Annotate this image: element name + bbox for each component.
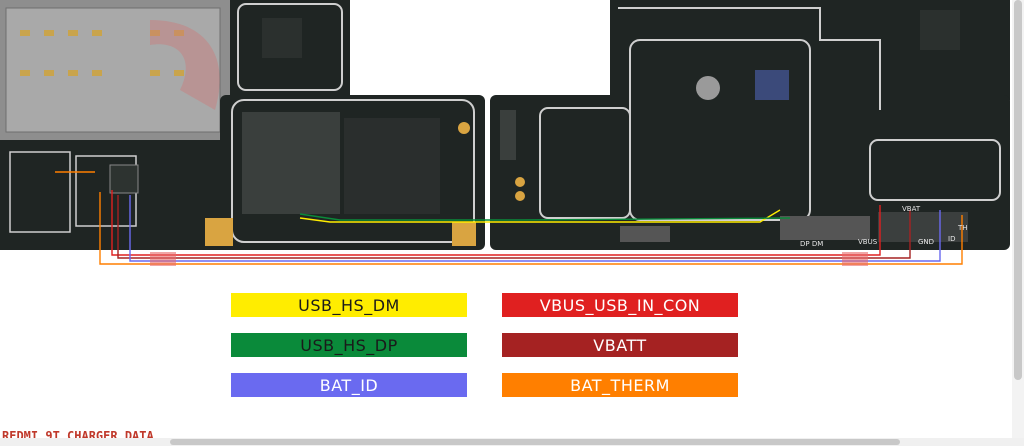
trace-bat-therm	[99, 192, 963, 265]
label-vbat: VBAT	[902, 205, 921, 213]
memory-chip	[344, 118, 440, 214]
legend-bat-therm: BAT_THERM	[502, 373, 738, 397]
label-dp-dm: DP DM	[800, 240, 823, 248]
legend-label: USB_HS_DM	[298, 295, 400, 315]
legend-label: BAT_THERM	[570, 375, 670, 395]
legend-usb-hs-dm: USB_HS_DM	[231, 293, 467, 317]
legend-bat-id: BAT_ID	[231, 373, 467, 397]
trace-usb-hs-dp	[299, 213, 791, 221]
legend-label: USB_HS_DP	[300, 335, 398, 355]
scrollbar-thumb[interactable]	[170, 439, 900, 445]
legend-vbus-usb-in-con: VBUS_USB_IN_CON	[502, 293, 738, 317]
label-gnd: GND	[918, 238, 934, 246]
label-th: TH	[957, 224, 968, 232]
legend-label: VBATT	[593, 335, 647, 355]
scrollbar-thumb[interactable]	[1014, 0, 1022, 380]
trace-vbatt	[117, 195, 911, 259]
soc-chip	[242, 112, 340, 214]
vertical-scrollbar[interactable]	[1012, 0, 1024, 438]
legend-label: BAT_ID	[319, 375, 379, 395]
label-id: ID	[948, 235, 955, 243]
legend-usb-hs-dp: USB_HS_DP	[231, 333, 467, 357]
legend-vbatt: VBATT	[502, 333, 738, 357]
legend-label: VBUS_USB_IN_CON	[539, 295, 701, 315]
trace-bat-id	[129, 195, 941, 262]
horizontal-scrollbar[interactable]	[0, 438, 1024, 446]
trace-vbus	[111, 190, 881, 256]
label-vbus: VBUS	[858, 238, 878, 246]
